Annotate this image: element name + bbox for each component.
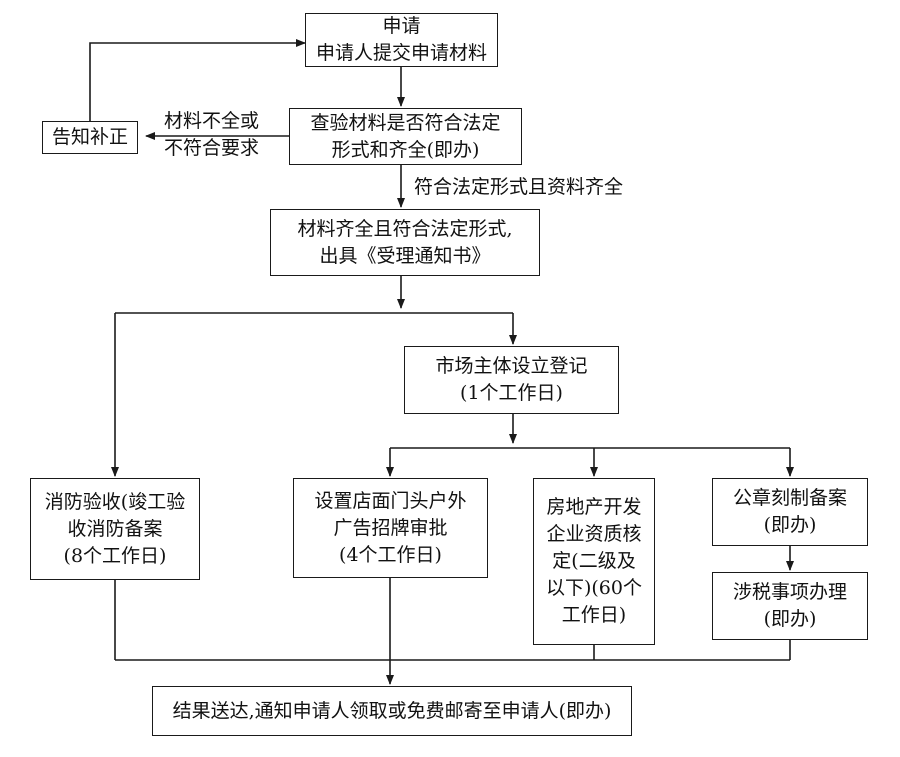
node-tax-line: (即办) [763,608,817,630]
node-registration-line: (1个工作日) [460,382,563,404]
node-check: 查验材料是否符合法定 形式和齐全(即办) [289,108,522,165]
node-apply-line: 申请 [382,15,421,37]
node-registration: 市场主体设立登记 (1个工作日) [404,346,619,414]
node-fire-acceptance: 消防验收(竣工验 收消防备案 (8个工作日) [30,478,200,580]
node-signboard-line: (4个工作日) [339,543,442,566]
node-apply-line: 申请人提交申请材料 [315,42,487,64]
node-realestate-qualification: 房地产开发 企业资质核 定(二级及 以下)(60个 工作日) [533,478,655,645]
node-accept-line: 出具《受理通知书》 [319,244,491,267]
node-realestate-line: 企业资质核 [546,523,642,545]
edge-label-incomplete-line: 不符合要求 [164,137,260,159]
node-realestate-line: 定(二级及 [552,550,636,572]
node-fire-line: 消防验收(竣工验 [44,490,186,513]
node-seal-record: 公章刻制备案 (即办) [712,478,868,546]
node-notify-fix-line: 告知补正 [51,126,128,148]
node-fire-line: (8个工作日) [63,544,167,567]
node-fire-line: 收消防备案 [67,517,163,540]
node-signboard-line: 广告招牌审批 [333,516,448,539]
arrow-notify-fix-to-apply [89,39,306,121]
node-realestate-line: 工作日) [561,604,627,626]
node-accept-line: 材料齐全且符合法定形式, [297,217,513,240]
node-apply: 申请 申请人提交申请材料 [305,13,498,67]
node-check-line: 查验材料是否符合法定 [310,111,501,134]
node-realestate-line: 以下)(60个 [545,577,642,599]
node-seal-line: 公章刻制备案 [732,487,847,509]
edge-label-complete: 符合法定形式且资料齐全 [414,176,624,198]
node-signboard-approval: 设置店面门头户外 广告招牌审批 (4个工作日) [293,478,488,578]
edge-label-incomplete: 材料不全或 不符合要求 [164,108,259,162]
edge-label-incomplete-line: 材料不全或 [164,110,260,132]
node-signboard-line: 设置店面门头户外 [314,489,467,512]
node-notify-fix: 告知补正 [42,121,138,154]
node-accept: 材料齐全且符合法定形式, 出具《受理通知书》 [270,209,540,276]
node-result-delivery: 结果送达,通知申请人领取或免费邮寄至申请人(即办) [152,686,632,736]
node-result-line: 结果送达,通知申请人领取或免费邮寄至申请人(即办) [172,699,612,722]
node-realestate-line: 房地产开发 [546,496,642,518]
node-tax-line: 涉税事项办理 [732,581,847,603]
node-check-line: 形式和齐全(即办) [331,138,480,161]
node-tax-handling: 涉税事项办理 (即办) [712,572,868,640]
node-seal-line: (即办) [763,514,817,536]
node-registration-line: 市场主体设立登记 [435,355,588,377]
